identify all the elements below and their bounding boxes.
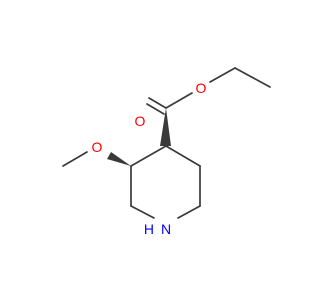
- stereo-wedge-c4: [160, 108, 171, 146]
- bond-ch3-ch2: [234, 67, 271, 88]
- bond-methoxy-o-ch3: [62, 151, 88, 167]
- ring-nitrogen-label: N: [161, 221, 171, 237]
- ring-nitrogen-hydrogen-label: H: [144, 221, 154, 237]
- bond-c4-c5: [165, 145, 201, 167]
- stereo-wedge-c3: [107, 152, 131, 166]
- bond-n-c2: [130, 205, 155, 219]
- bond-carbonyl-double-2: [146, 103, 165, 115]
- carbonyl-oxygen-label: O: [135, 113, 146, 129]
- bond-ch2-ester-o: [209, 67, 236, 83]
- molecule-diagram: O O O N H: [62, 67, 271, 237]
- bond-ester-o-carbonyl-c: [165, 92, 193, 109]
- methoxy-oxygen-label: O: [92, 139, 103, 155]
- bond-c3-c4: [130, 145, 167, 167]
- bond-carbonyl-double-1: [148, 97, 167, 109]
- bond-c6-n: [177, 205, 201, 219]
- ester-oxygen-label: O: [196, 80, 207, 96]
